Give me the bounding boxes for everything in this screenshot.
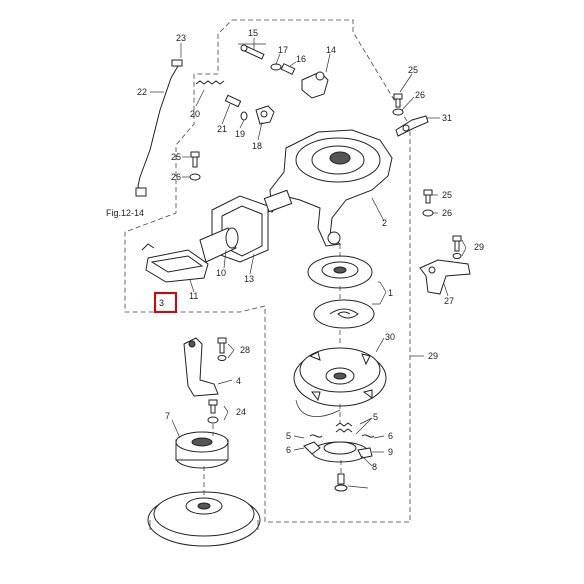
starter-stopper-28 (183, 337, 219, 397)
callout-22[interactable]: 22 (137, 87, 147, 97)
leader-lines (150, 38, 467, 489)
bolt-25-top (393, 93, 403, 108)
callout-29-right[interactable]: 29 (474, 242, 484, 252)
pawl-6-left (303, 441, 321, 455)
callout-25-left[interactable]: 25 (171, 152, 181, 162)
callout-2[interactable]: 2 (382, 218, 387, 228)
callout-5-right[interactable]: 6 (388, 431, 393, 441)
callout-14[interactable]: 14 (326, 45, 336, 55)
rod-joint (135, 187, 147, 197)
callout-26-left[interactable]: 26 (171, 172, 181, 182)
spring-5-left (309, 434, 323, 438)
callout-31[interactable]: 31 (442, 113, 452, 123)
washer-26-left (189, 173, 201, 181)
sheave-drum (293, 347, 387, 407)
figure-reference[interactable]: Fig.12-14 (106, 208, 144, 218)
callout-10[interactable]: 10 (216, 268, 226, 278)
callout-28[interactable]: 4 (236, 376, 241, 386)
bolt-25-right (423, 189, 433, 204)
spring-20 (195, 80, 225, 85)
handle-cylinder (199, 227, 239, 263)
callout-5-left[interactable]: 5 (286, 431, 291, 441)
callout-25-right[interactable]: 25 (442, 190, 452, 200)
spring-7 (335, 422, 353, 433)
callout-25-top[interactable]: 25 (408, 65, 418, 75)
callout-17[interactable]: 17 (278, 45, 288, 55)
pulley-axis (203, 424, 214, 498)
bracket-27 (419, 259, 471, 295)
callout-16[interactable]: 16 (296, 54, 306, 64)
callout-7[interactable]: 5 (373, 412, 378, 422)
callout-26-right[interactable]: 26 (442, 208, 452, 218)
lever-18 (255, 105, 275, 125)
callout-4[interactable]: 30 (385, 332, 395, 342)
callout-3[interactable]: 1 (388, 288, 393, 298)
callout-12[interactable]: 3 (159, 298, 164, 308)
bolt-8 (334, 473, 348, 492)
washer-30 (207, 416, 219, 424)
callout-6-right[interactable]: 9 (388, 447, 393, 457)
callouts: 23 22 15 17 16 14 20 21 19 18 25 26 31 2… (106, 28, 484, 472)
flywheel (147, 491, 261, 547)
callout-21[interactable]: 21 (217, 124, 227, 134)
pin-21 (224, 94, 242, 108)
spiral-spring-cover (307, 255, 373, 289)
callout-6-left[interactable]: 6 (286, 445, 291, 455)
starter-case (269, 129, 393, 247)
callout-13[interactable]: 13 (244, 274, 254, 284)
rod-end-clip (171, 59, 183, 67)
pawl-6-right (357, 447, 373, 459)
highlight-box (154, 292, 177, 313)
callout-18[interactable]: 18 (252, 141, 262, 151)
bolt-29-right (452, 235, 462, 252)
washer-29-right (452, 253, 462, 259)
callout-1[interactable]: 29 (428, 351, 438, 361)
washer-26-top (392, 108, 404, 116)
bolt-30 (208, 399, 218, 414)
spiral-spring (313, 299, 375, 329)
spring-5-right (361, 434, 375, 438)
callout-27[interactable]: 27 (444, 296, 454, 306)
bolt-15 (240, 44, 265, 60)
callout-15[interactable]: 15 (248, 28, 258, 38)
bolt-25-left (190, 151, 200, 168)
assembly-1-boundary (124, 19, 411, 523)
starter-pulley-24 (175, 431, 229, 469)
callout-24[interactable]: 7 (165, 411, 170, 421)
callout-20[interactable]: 20 (190, 109, 200, 119)
washer-17 (270, 63, 282, 71)
callout-11[interactable]: 11 (189, 291, 198, 301)
callout-9[interactable]: 8 (372, 462, 377, 472)
callout-30[interactable]: 24 (236, 407, 246, 417)
control-rod (137, 65, 179, 193)
rope-guide (141, 243, 209, 283)
assembly-axis (339, 244, 342, 474)
callout-19[interactable]: 19 (235, 129, 245, 139)
pin-16 (280, 63, 296, 75)
washer-26-right (422, 209, 434, 217)
washer-29-left (217, 355, 227, 361)
rope (295, 399, 341, 417)
callout-23[interactable]: 23 (176, 33, 186, 43)
link-31 (395, 115, 429, 137)
callout-26-top[interactable]: 26 (415, 90, 425, 100)
bolt-29-left (217, 337, 227, 354)
callout-29-left[interactable]: 28 (240, 345, 250, 355)
cam-14 (301, 71, 329, 99)
washer-19 (240, 111, 248, 121)
